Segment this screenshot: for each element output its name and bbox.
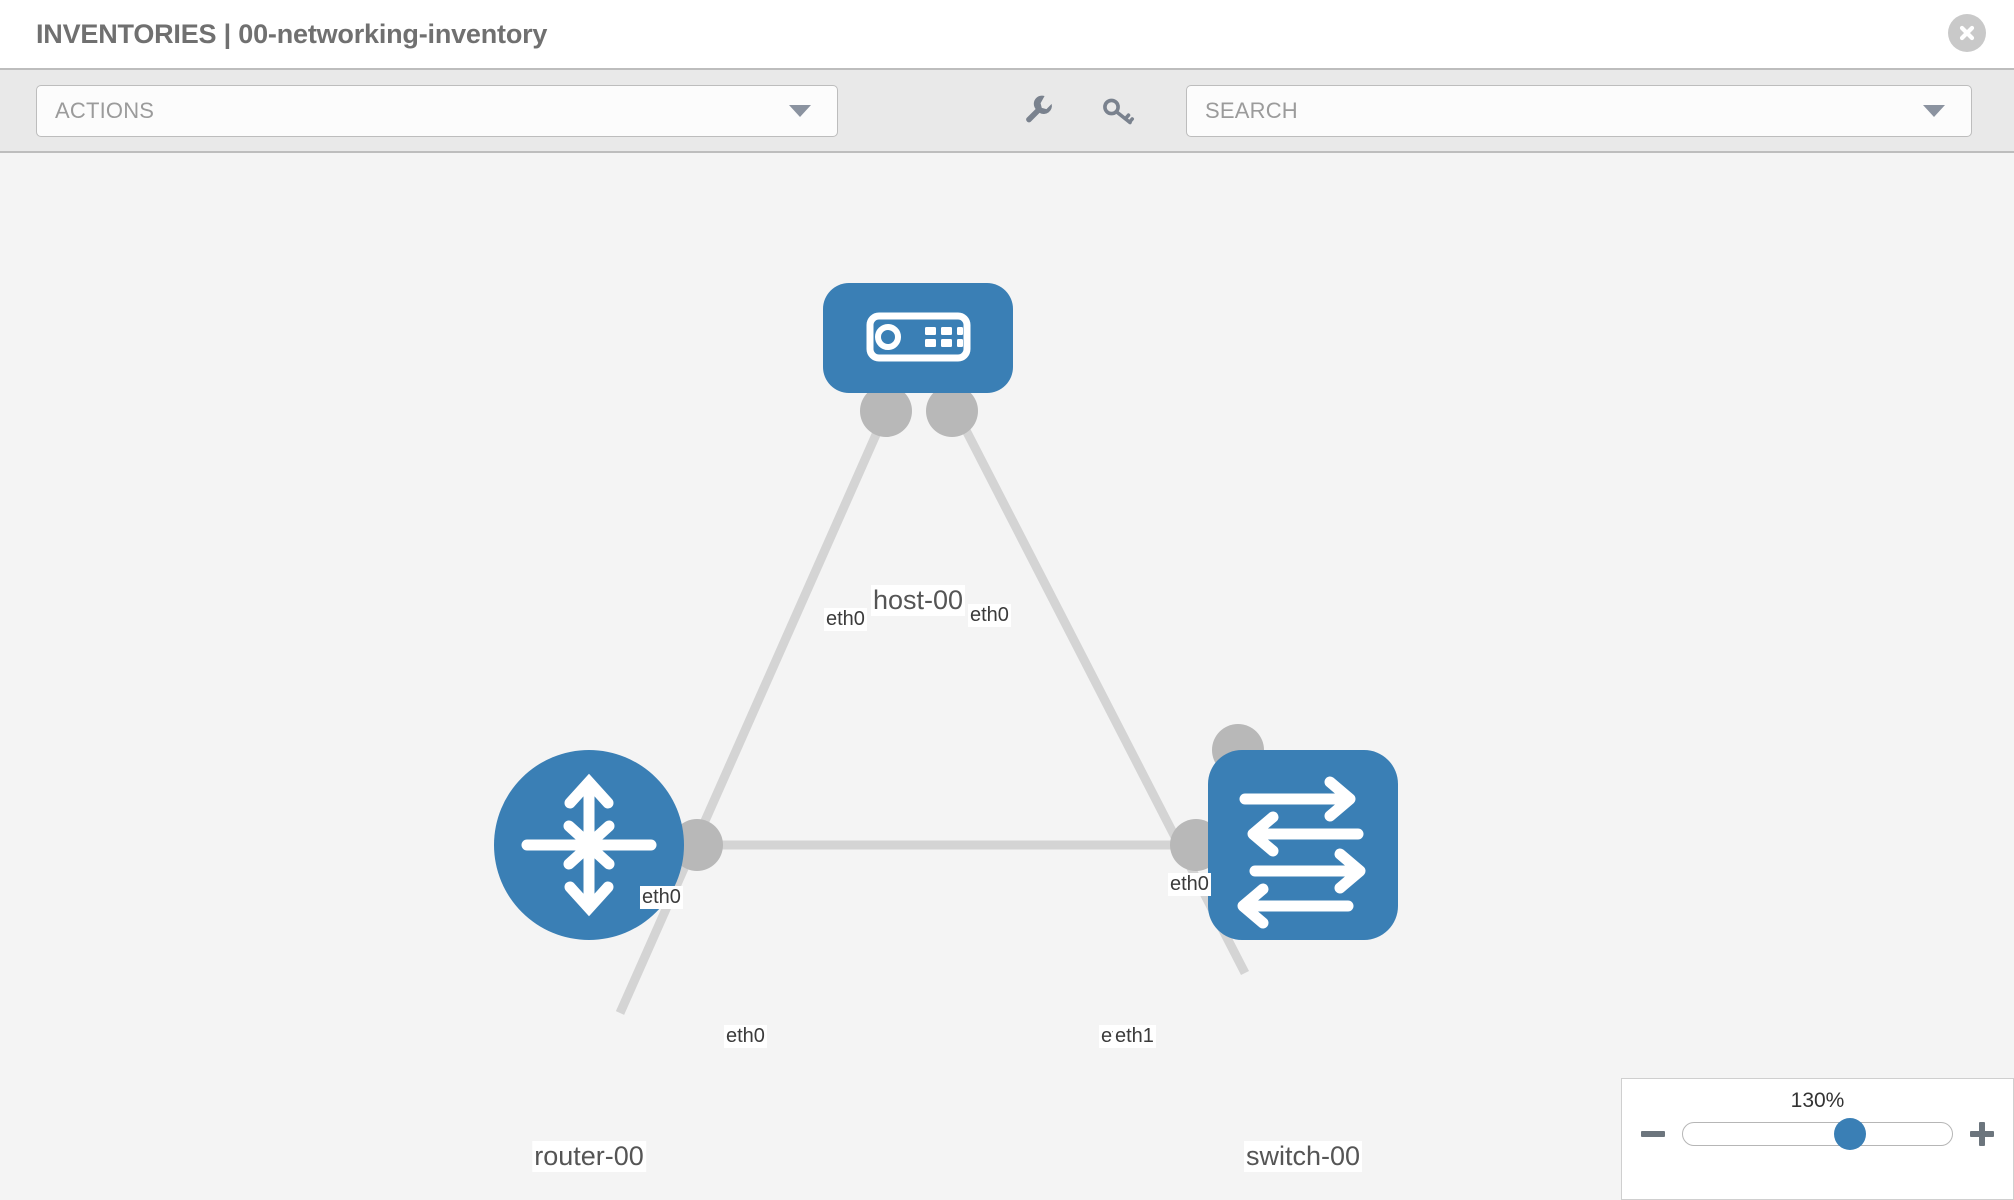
node-router-00 [494, 750, 684, 940]
node-label-router-00: router-00 [532, 1141, 646, 1172]
topology-links [615, 400, 1250, 1015]
iface-label-router00-eth0: eth0 [724, 1025, 767, 1048]
zoom-slider[interactable] [1682, 1118, 1953, 1150]
toolbar-icon-group [1020, 89, 1140, 133]
zoom-level-value: 130% [1790, 1089, 1845, 1112]
page-header: INVENTORIES | 00-networking-inventory [0, 0, 2014, 68]
zoom-in-button[interactable] [1967, 1119, 1997, 1149]
topology-graph [494, 283, 1398, 1015]
wrench-icon[interactable] [1020, 89, 1064, 133]
node-label-host-00: host-00 [870, 585, 966, 616]
page-title: INVENTORIES | 00-networking-inventory [36, 18, 548, 49]
server-icon [866, 312, 971, 362]
link-host00-router00 [615, 401, 895, 1015]
iface-label-switch00-uplink-eth0: eth0 [1168, 873, 1211, 896]
iface-label-router00-uplink-eth0: eth0 [640, 886, 683, 909]
toolbar: ACTIONS SEARCH [0, 68, 2014, 153]
node-switch-00 [1208, 750, 1398, 940]
actions-dropdown[interactable]: ACTIONS [36, 84, 838, 137]
iface-label-host00-eth0-right: eth0 [968, 604, 1011, 627]
chevron-down-icon [789, 104, 811, 117]
zoom-out-button[interactable] [1638, 1119, 1668, 1149]
actions-dropdown-label: ACTIONS [55, 97, 155, 123]
zoom-control-panel: 130% [1621, 1078, 2014, 1200]
node-host-00 [823, 283, 1013, 393]
node-label-switch-00: switch-00 [1243, 1141, 1363, 1172]
topology-canvas[interactable]: host-00 router-00 switch-00 eth0 eth0 et… [0, 153, 2014, 1200]
search-input[interactable]: SEARCH [1205, 97, 1298, 123]
switch-arrows-icon [1237, 776, 1366, 929]
search-dropdown[interactable]: SEARCH [1186, 84, 1972, 137]
zoom-slider-thumb[interactable] [1833, 1118, 1866, 1150]
iface-label-switch00-eth1: eth1 [1113, 1025, 1156, 1048]
port-host00-eth0-left [860, 385, 912, 437]
close-icon[interactable] [1948, 14, 1986, 52]
zoom-slider-row [1622, 1118, 2013, 1150]
iface-label-host00-eth0-left: eth0 [824, 608, 867, 631]
key-icon[interactable] [1096, 89, 1140, 133]
port-router00-eth0 [671, 819, 723, 871]
port-host00-eth0-right [926, 385, 978, 437]
router-arrows-icon [521, 773, 657, 917]
chevron-down-icon [1923, 104, 1945, 117]
topology-ports [671, 385, 1264, 871]
